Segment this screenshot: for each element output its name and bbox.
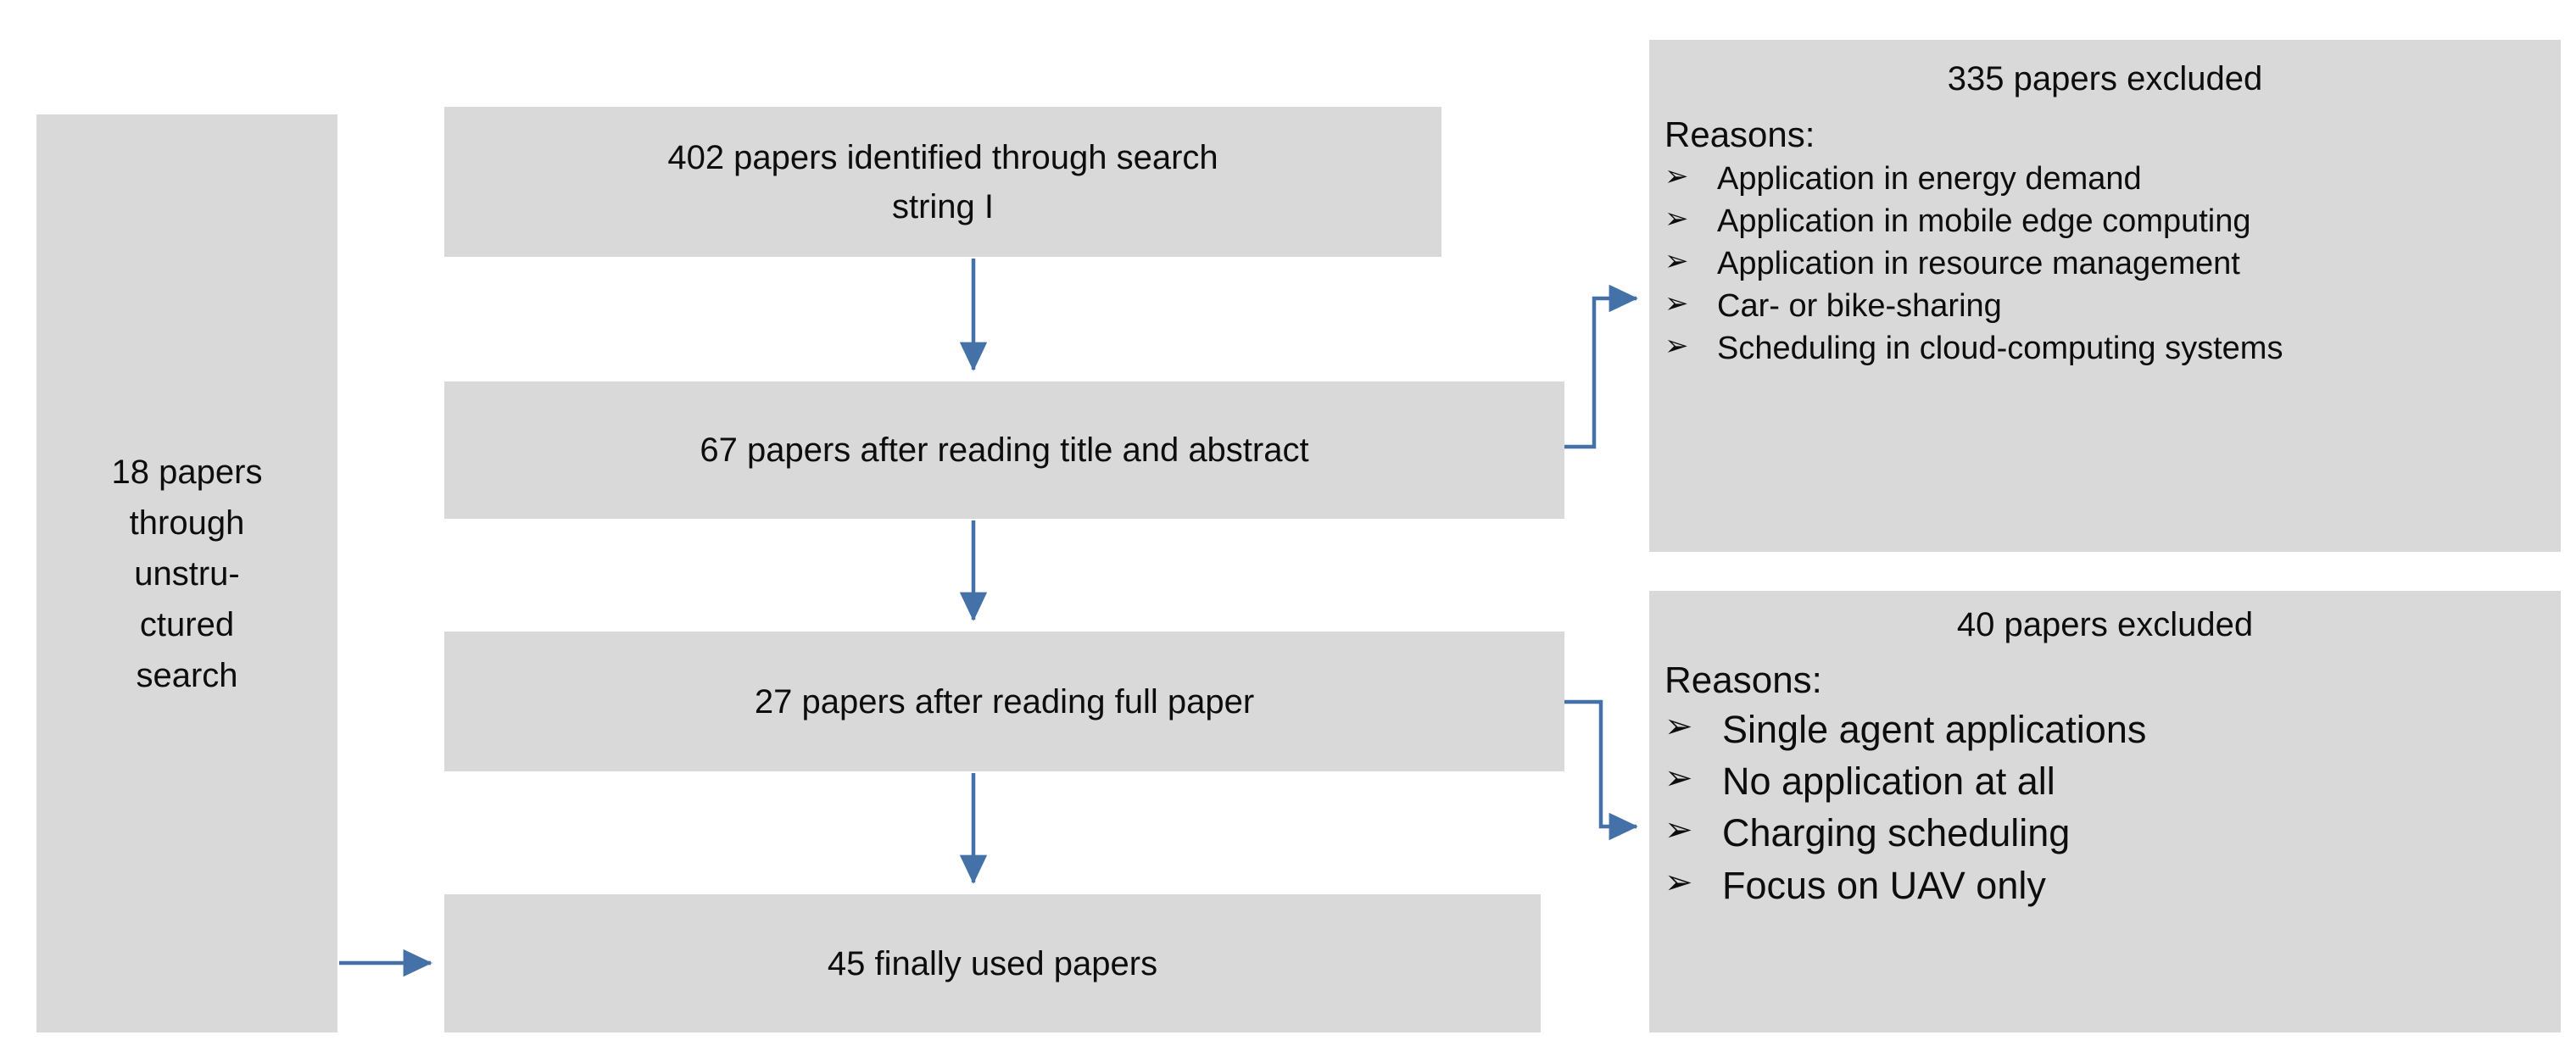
flow-box-step2-label: 67 papers after reading title and abstra… [700,431,1309,469]
arrowhead-bullet-icon: ➢ [1664,287,1689,320]
reason-item: ➢ Application in energy demand [1649,158,2561,200]
reason-text: Scheduling in cloud-computing systems [1717,331,2283,367]
exclusion-panel-2-reasons-label: Reasons: [1664,660,1822,701]
flow-box-step3: 27 papers after reading full paper [444,632,1564,771]
reason-item: ➢ Application in resource management [1649,242,2561,285]
exclusion-panel-1-reason-list: ➢ Application in energy demand ➢ Applica… [1649,158,2561,370]
reason-text: No application at all [1722,760,2055,804]
flow-box-step4-label: 45 finally used papers [827,944,1158,982]
connector-step3-to-exclusion-2 [1564,699,1638,841]
reason-item: ➢ No application at all [1649,755,2561,807]
arrowhead-bullet-icon: ➢ [1664,244,1689,277]
flow-box-step1: 402 papers identified through search str… [444,107,1441,257]
reason-item: ➢ Focus on UAV only [1649,860,2561,911]
reason-text: Focus on UAV only [1722,863,2046,907]
flow-box-step2: 67 papers after reading title and abstra… [444,381,1564,519]
arrowhead-bullet-icon: ➢ [1664,202,1689,235]
reason-text: Application in resource management [1717,245,2240,281]
connector-step2-to-exclusion-1 [1564,284,1638,449]
reason-text: Car- or bike-sharing [1717,287,2002,324]
exclusion-panel-1-title: 335 papers excluded [1947,60,2263,97]
exclusion-panel-2-title: 40 papers excluded [1956,606,2254,643]
flow-box-step3-label: 27 papers after reading full paper [754,682,1255,721]
arrowhead-bullet-icon: ➢ [1664,811,1693,849]
reason-item: ➢ Charging scheduling [1649,807,2561,859]
exclusion-panel-1: 335 papers excluded Reasons: ➢ Applicati… [1649,40,2561,552]
source-box-label: 18 papers through unstru- ctured search [111,453,263,694]
flow-box-step4: 45 finally used papers [444,894,1541,1032]
exclusion-panel-1-reasons-label: Reasons: [1664,114,1815,154]
arrowhead-bullet-icon: ➢ [1664,760,1693,798]
exclusion-panel-2: 40 papers excluded Reasons: ➢ Single age… [1649,591,2561,1032]
reason-text: Application in mobile edge computing [1717,203,2251,239]
reason-text: Single agent applications [1722,708,2147,751]
reason-item: ➢ Car- or bike-sharing [1649,285,2561,327]
flow-box-step1-label: 402 papers identified through search str… [667,138,1218,225]
arrowhead-bullet-icon: ➢ [1664,708,1693,745]
reason-item: ➢ Scheduling in cloud-computing systems [1649,327,2561,370]
arrowhead-bullet-icon: ➢ [1664,159,1689,192]
reason-text: Charging scheduling [1722,811,2071,855]
source-box-unstructured-search: 18 papers through unstru- ctured search [36,114,337,1032]
reason-item: ➢ Application in mobile edge computing [1649,200,2561,242]
reason-item: ➢ Single agent applications [1649,704,2561,755]
exclusion-panel-2-reason-list: ➢ Single agent applications ➢ No applica… [1649,704,2561,911]
arrowhead-bullet-icon: ➢ [1664,330,1689,363]
arrowhead-bullet-icon: ➢ [1664,863,1693,901]
reason-text: Application in energy demand [1717,160,2142,197]
